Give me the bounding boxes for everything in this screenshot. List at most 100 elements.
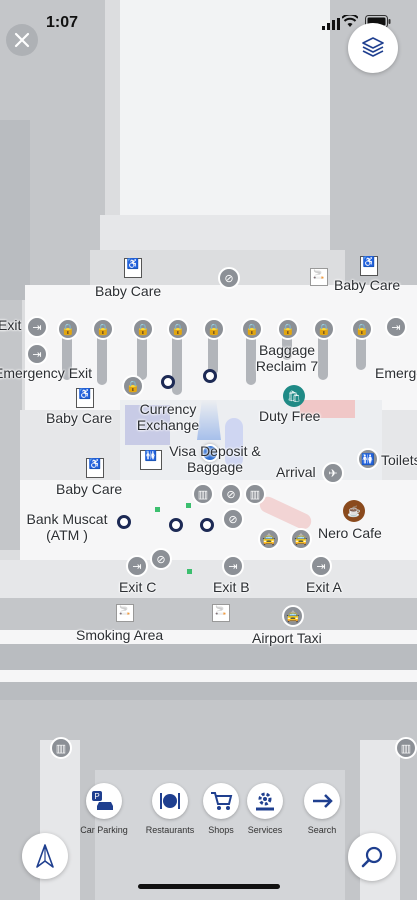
carousel <box>356 330 366 370</box>
status-time: 1:07 <box>46 14 79 31</box>
map-label-baby-care: Baby Care <box>46 410 113 426</box>
carousel <box>282 330 292 360</box>
no-smoking-icon[interactable]: ⊘ <box>218 267 240 289</box>
lock-icon[interactable]: 🔒 <box>277 318 299 340</box>
road-strip <box>0 682 417 700</box>
location-pin[interactable] <box>117 515 131 529</box>
category-label: Car Parking <box>80 825 128 835</box>
taxi-icon[interactable]: 🚖 <box>282 605 304 627</box>
location-pin[interactable] <box>161 375 175 389</box>
baggage-icon[interactable]: ▥ <box>192 483 214 505</box>
map-area-block <box>380 410 417 485</box>
car-parking-icon: P <box>86 783 122 819</box>
road-lane <box>0 670 417 682</box>
lock-icon[interactable]: 🔒 <box>167 318 189 340</box>
carousel <box>172 330 182 395</box>
lock-icon[interactable]: 🔒 <box>241 318 263 340</box>
location-pin[interactable] <box>200 518 214 532</box>
search-icon <box>361 846 383 868</box>
map-label-exit-c: Exit C <box>119 579 157 595</box>
category-search[interactable]: Search <box>292 783 352 835</box>
category-label: Search <box>307 825 337 835</box>
svg-text:P: P <box>94 792 99 801</box>
home-indicator <box>138 884 280 889</box>
marker-dot <box>155 507 160 512</box>
road-strip <box>0 644 417 670</box>
map-area-block <box>0 120 30 300</box>
no-smoking-icon[interactable]: ⊘ <box>150 548 172 570</box>
cafe-icon[interactable]: ☕ <box>343 500 365 522</box>
map-label-baby-care: Baby Care <box>334 277 401 293</box>
baggage-icon[interactable]: ▥ <box>50 737 72 759</box>
exit-icon[interactable]: ⇥ <box>126 555 148 577</box>
baby-care-icon[interactable]: ♿ <box>124 258 142 278</box>
category-shops[interactable]: Shops <box>191 783 251 835</box>
lock-icon[interactable]: 🔒 <box>203 318 225 340</box>
smoking-icon[interactable]: 🚬 <box>116 604 134 622</box>
marker-dot <box>187 569 192 574</box>
map-label-baby-care: Baby Care <box>95 283 162 299</box>
map-area-block <box>100 215 330 250</box>
layers-button[interactable] <box>348 23 398 73</box>
taxi-icon[interactable]: 🚖 <box>258 528 280 550</box>
baby-care-icon[interactable]: ♿ <box>360 256 378 276</box>
map-label-currency-exchange: Currency Exchange <box>136 401 200 433</box>
lock-icon[interactable]: 🔒 <box>132 318 154 340</box>
exit-icon[interactable]: ⇥ <box>26 343 48 365</box>
map-label-bank-muscat: Bank Muscat (ATM ) <box>26 511 108 543</box>
map-label-baggage-reclaim: Baggage Reclaim 7 <box>255 342 319 374</box>
category-label: Services <box>247 825 283 835</box>
baggage-icon[interactable]: ▥ <box>244 483 266 505</box>
map-label-emergency-exit: Emergency Exit <box>0 365 93 381</box>
baby-care-icon[interactable]: ♿ <box>76 388 94 408</box>
compass-button[interactable] <box>22 833 68 879</box>
category-services[interactable]: Services <box>235 783 295 835</box>
lock-icon[interactable]: 🔒 <box>57 318 79 340</box>
lock-icon[interactable]: 🔒 <box>351 318 373 340</box>
duty-free-area <box>300 400 355 418</box>
wifi-icon <box>341 13 359 33</box>
category-car-parking[interactable]: P Car Parking <box>74 783 134 835</box>
exit-icon[interactable]: ⇥ <box>222 555 244 577</box>
no-smoking-icon[interactable]: ⊘ <box>220 483 242 505</box>
close-button[interactable] <box>6 24 38 56</box>
arrival-icon[interactable]: ✈ <box>322 462 344 484</box>
map-area-block <box>0 410 20 550</box>
duty-free-icon[interactable]: 🛍 <box>283 385 305 407</box>
exit-icon[interactable]: ⇥ <box>385 316 407 338</box>
toilet-icon[interactable]: 🚻 <box>357 448 379 470</box>
map-label-toilets: Toilets <box>381 452 417 468</box>
category-label: Shops <box>208 825 234 835</box>
lock-icon[interactable]: 🔒 <box>122 375 144 397</box>
category-label: Restaurants <box>145 825 195 835</box>
search-button[interactable] <box>348 833 396 881</box>
location-pin[interactable] <box>203 369 217 383</box>
close-icon <box>14 32 30 48</box>
taxi-icon[interactable]: 🚖 <box>290 528 312 550</box>
exit-icon[interactable]: ⇥ <box>26 316 48 338</box>
map-area-block <box>30 215 90 285</box>
baby-care-icon[interactable]: ♿ <box>86 458 104 478</box>
map-label-baby-care: Baby Care <box>56 481 123 497</box>
lock-icon[interactable]: 🔒 <box>313 318 335 340</box>
carousel <box>318 330 328 380</box>
smoking-icon[interactable]: 🚬 <box>310 268 328 286</box>
carousel <box>246 330 256 385</box>
exit-icon[interactable]: ⇥ <box>310 555 332 577</box>
carousel <box>97 330 107 385</box>
airplane-icon <box>304 783 340 819</box>
no-smoking-icon[interactable]: ⊘ <box>222 508 244 530</box>
smoking-icon[interactable]: 🚬 <box>212 604 230 622</box>
toilet-icon[interactable]: 🚻 <box>140 450 162 470</box>
corridor-marker <box>225 418 243 468</box>
lock-icon[interactable]: 🔒 <box>92 318 114 340</box>
map-label-exit-a: Exit A <box>306 579 342 595</box>
location-pin[interactable] <box>169 518 183 532</box>
baggage-icon[interactable]: ▥ <box>395 737 417 759</box>
map-label-visa-deposit: Visa Deposit & Baggage <box>169 443 261 475</box>
map-area-block <box>120 0 330 215</box>
compass-icon <box>36 844 54 868</box>
category-restaurants[interactable]: Restaurants <box>140 783 200 835</box>
map-label-nero-cafe: Nero Cafe <box>318 525 382 541</box>
